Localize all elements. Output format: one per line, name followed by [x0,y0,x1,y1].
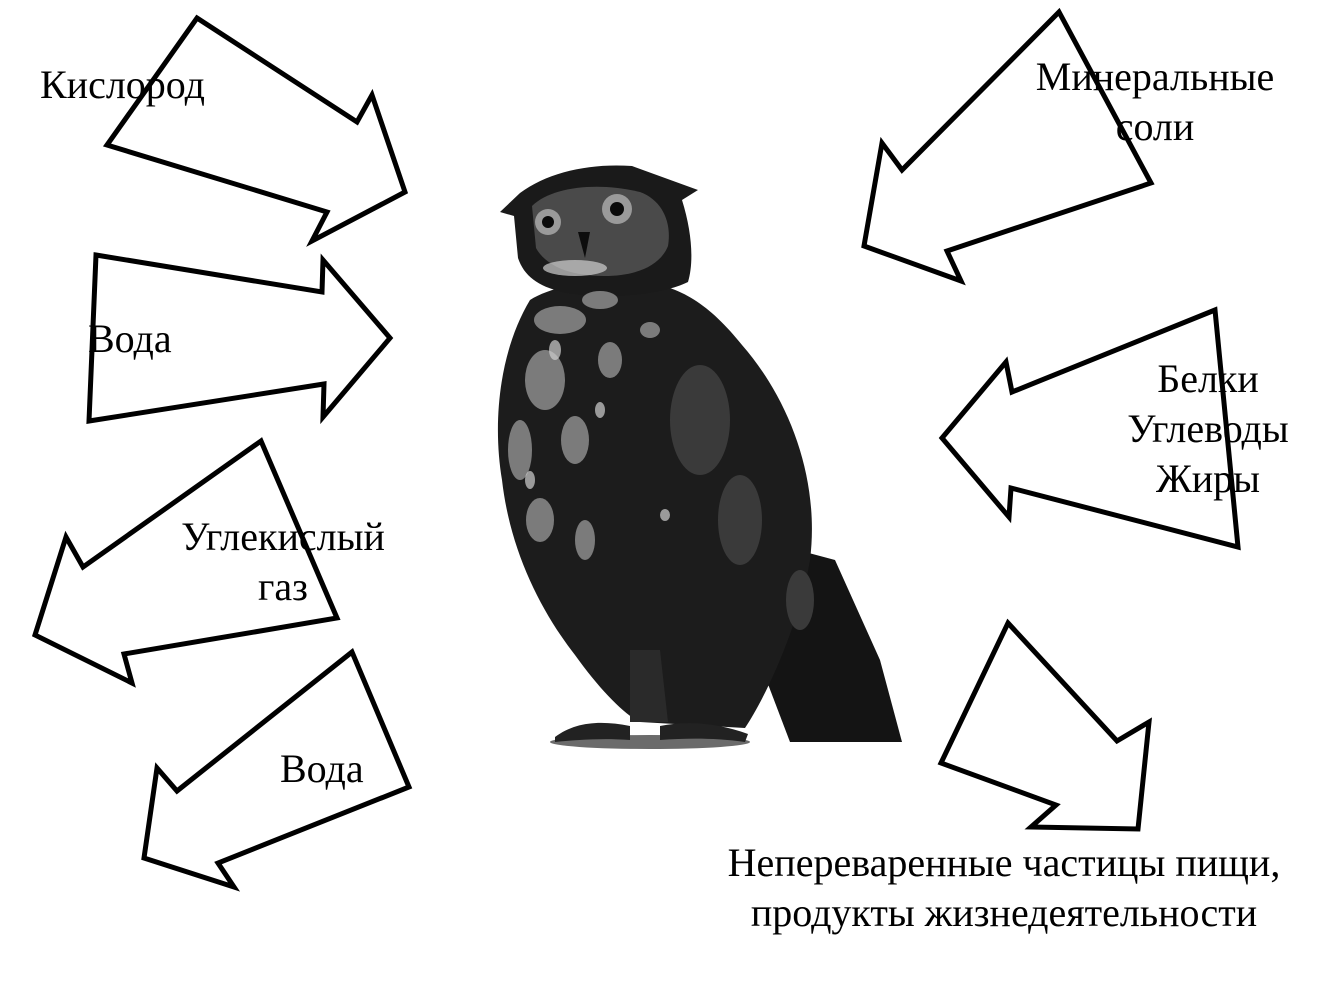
label-oxygen: Кислород [40,62,205,107]
arrow-oxygen-in [102,14,409,247]
arrow-water-out [141,647,413,892]
label-co2-line1: Углекислый [181,514,385,559]
label-co2: Углекислый газ [172,512,394,612]
label-water-in: Вода [88,316,172,361]
label-nutrients: Белки Углеводы Жиры [1118,354,1298,504]
arrow-waste-out [937,618,1152,832]
arrow-minerals-in [861,7,1155,286]
arrow-water-in [86,252,394,425]
label-nutrients-line2: Углеводы [1127,406,1289,451]
owl-icon [497,165,902,749]
label-waste: Непереваренные частицы пищи, продукты жи… [700,838,1308,938]
label-minerals: Минеральные соли [1022,52,1288,152]
label-nutrients-line3: Жиры [1155,456,1261,501]
arrow-nutrients-in [938,306,1241,551]
label-nutrients-line1: Белки [1157,356,1259,401]
label-waste-line1: Непереваренные частицы пищи, [727,840,1281,885]
label-waste-line2: продукты жизнедеятельности [750,890,1258,935]
label-minerals-line2: соли [1115,104,1195,149]
arrow-co2-out [31,437,341,688]
label-water-out: Вода [280,746,364,791]
label-minerals-line1: Минеральные [1035,54,1275,99]
label-co2-line2: газ [258,564,308,609]
